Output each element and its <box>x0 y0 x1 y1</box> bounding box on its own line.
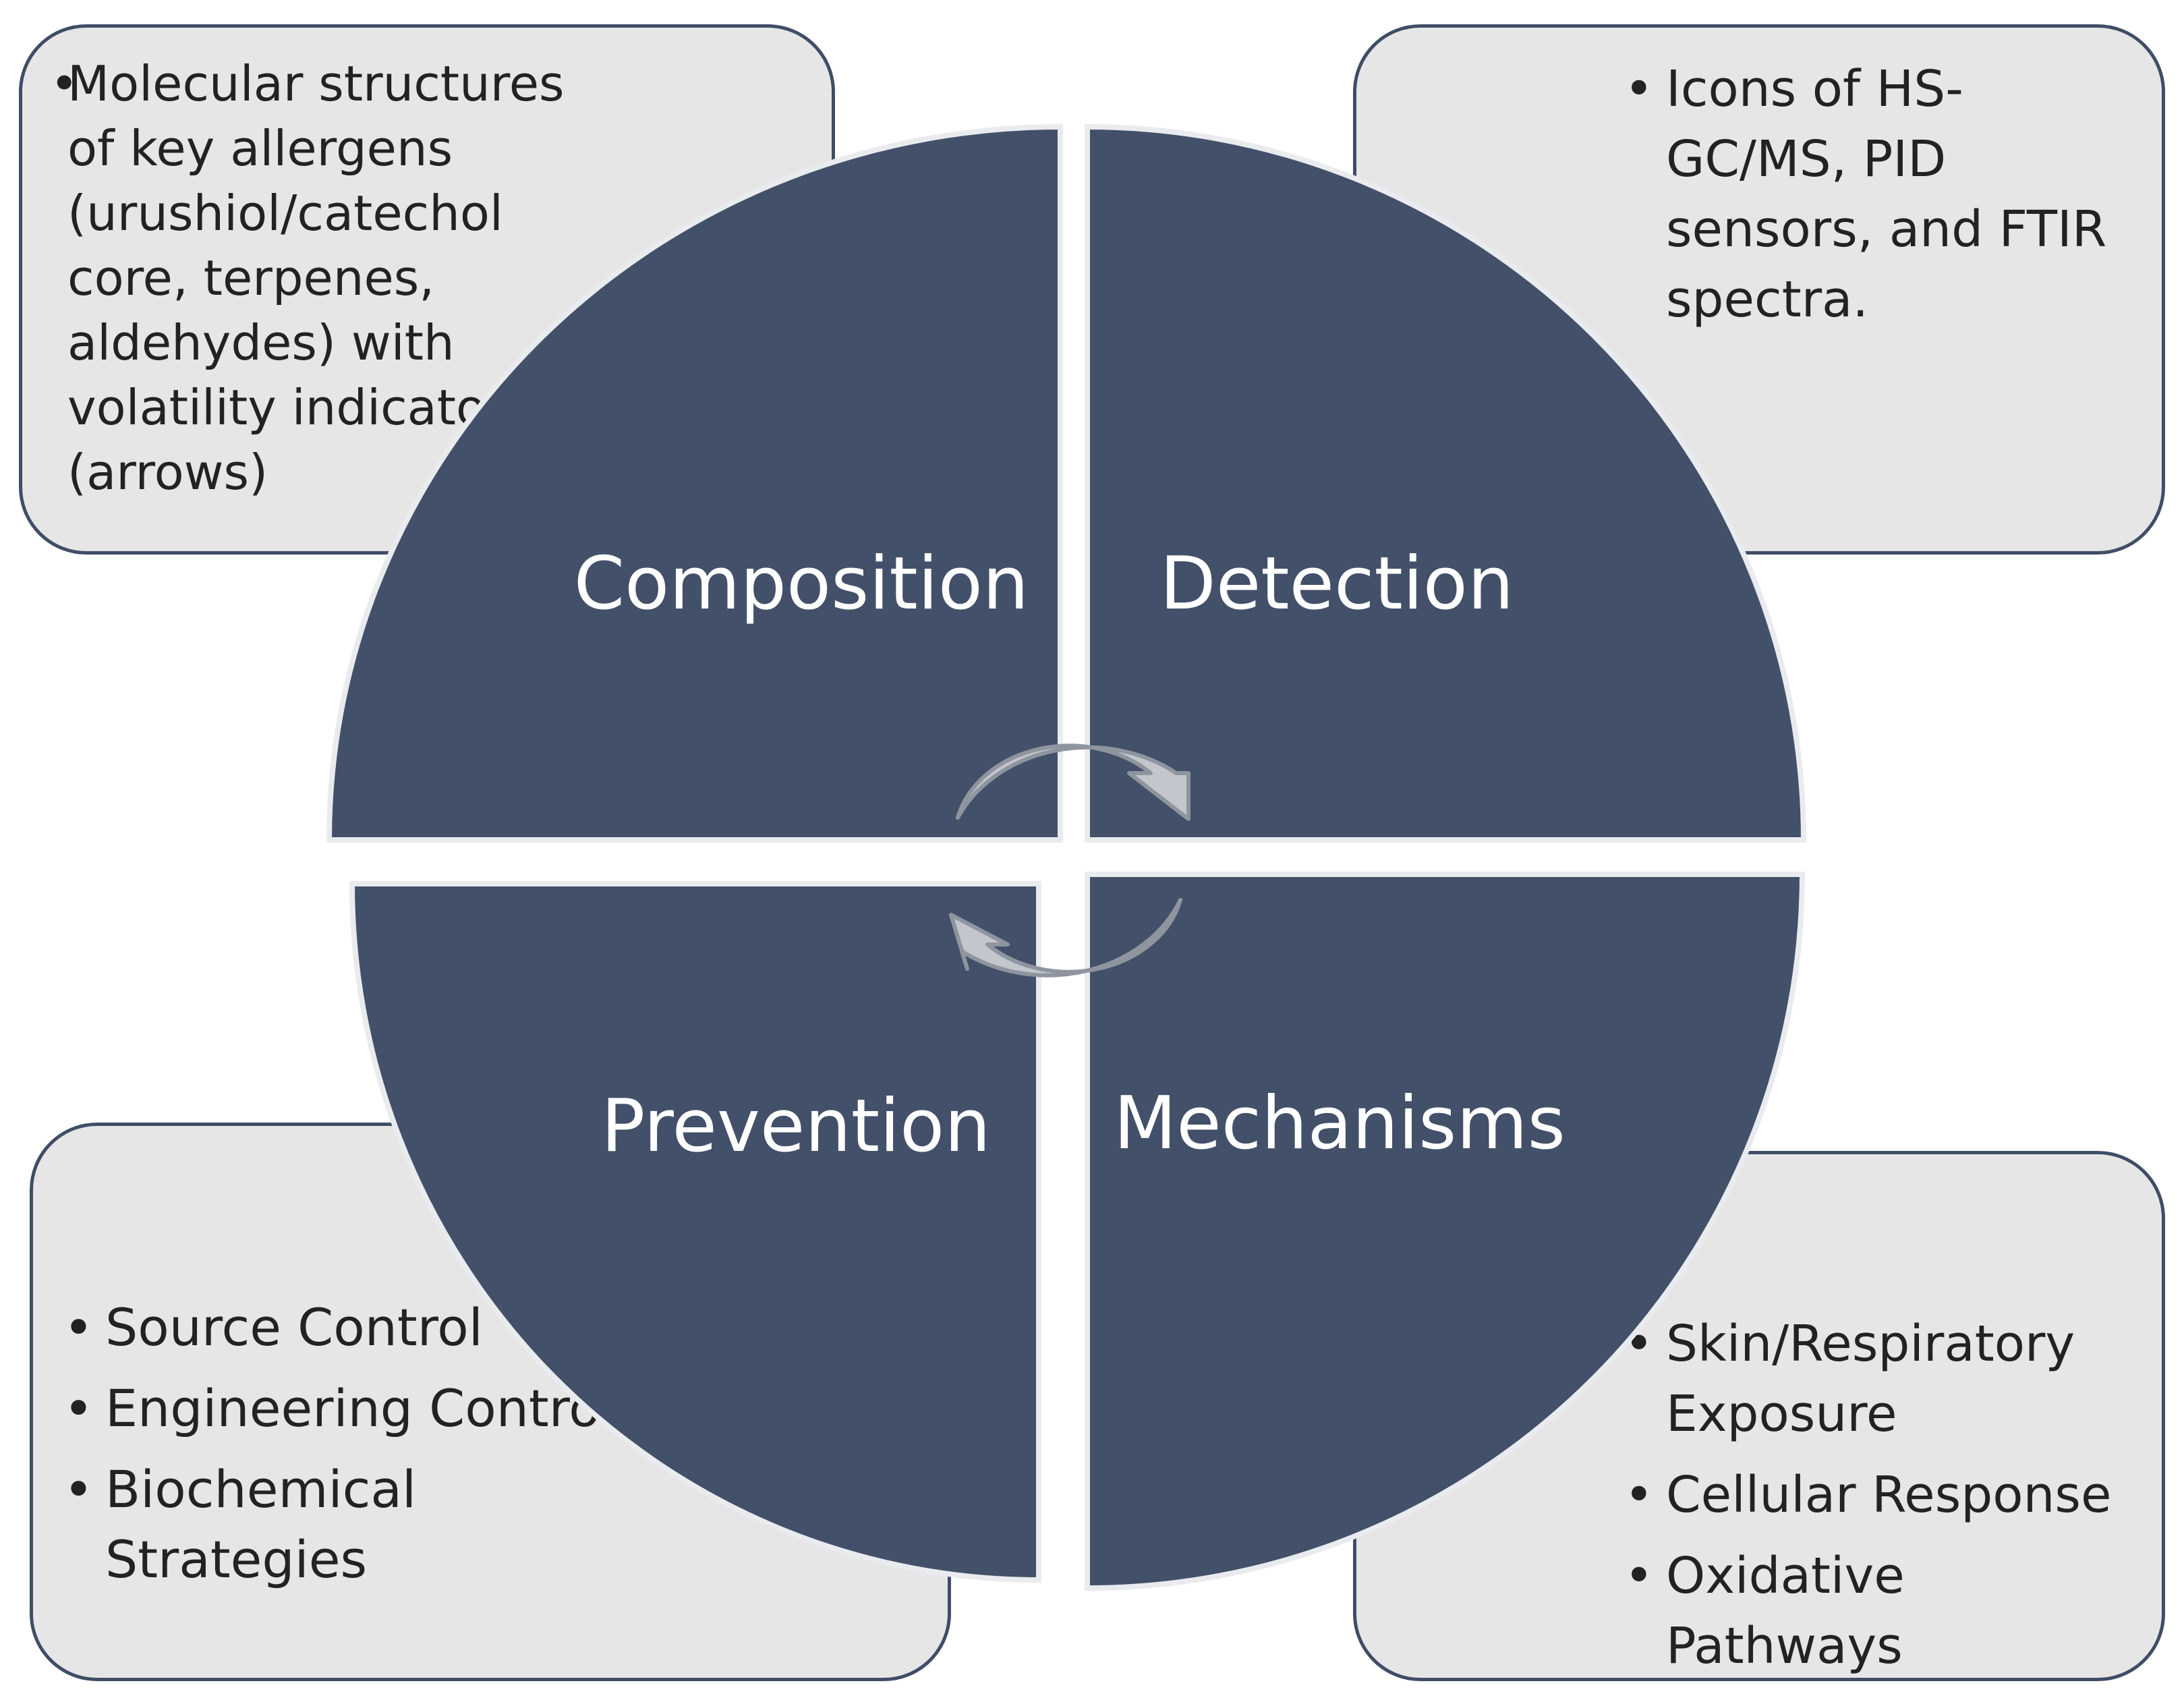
composition-detail-line: aldehydes) with <box>67 314 455 371</box>
composition-label: Composition <box>574 542 1029 626</box>
cycle-arrow-top-icon <box>956 743 1190 821</box>
mechanisms-detail-item: • Cellular Response <box>1624 1460 2152 1530</box>
detection-quadrant <box>1085 123 1807 843</box>
cycle-arrow-bottom-icon <box>949 898 1182 978</box>
detection-detail-item: • Icons of HS- GC/MS, PID sensors, and F… <box>1624 54 2138 335</box>
composition-detail-line: (arrows) <box>67 444 268 501</box>
prevention-detail-item: • Biochemical Strategies <box>63 1454 658 1595</box>
bullet-icon: • <box>63 1459 94 1519</box>
mechanisms-detail-item: • Oxidative Pathways <box>1624 1541 2152 1681</box>
composition-detail-line: • Molecular structures <box>50 51 580 116</box>
prevention-detail-list: • Source Control • Engineering Controls … <box>63 1293 658 1606</box>
prevention-label: Prevention <box>601 1084 990 1168</box>
mechanisms-quadrant <box>1085 872 1806 1591</box>
prevention-quadrant <box>349 881 1041 1583</box>
composition-quadrant <box>326 123 1063 843</box>
prevention-detail-item: • Engineering Controls <box>63 1374 658 1444</box>
composition-detail-line: (urushiol/catechol <box>67 185 503 242</box>
bullet-icon: • <box>50 55 79 112</box>
bullet-icon: • <box>63 1378 94 1438</box>
bullet-icon: • <box>1624 1466 1654 1524</box>
prevention-detail-item: • Source Control <box>63 1293 658 1363</box>
bullet-icon: • <box>63 1297 94 1357</box>
composition-detail-line: of key allergens <box>67 120 453 177</box>
mechanisms-label: Mechanisms <box>1114 1081 1565 1166</box>
composition-detail-list: • Molecular structures of key allergens … <box>50 51 580 505</box>
detection-label: Detection <box>1160 542 1514 626</box>
composition-detail-line: core, terpenes, <box>67 250 435 306</box>
bullet-icon: • <box>1624 1547 1654 1605</box>
detection-detail-list: • Icons of HS- GC/MS, PID sensors, and F… <box>1624 54 2138 345</box>
mechanisms-detail-item: • Skin/Respiratory Exposure <box>1624 1309 2152 1449</box>
bullet-icon: • <box>1624 60 1654 118</box>
mechanisms-detail-list: • Skin/Respiratory Exposure • Cellular R… <box>1624 1309 2152 1692</box>
composition-detail-line: volatility indicators <box>67 379 531 436</box>
